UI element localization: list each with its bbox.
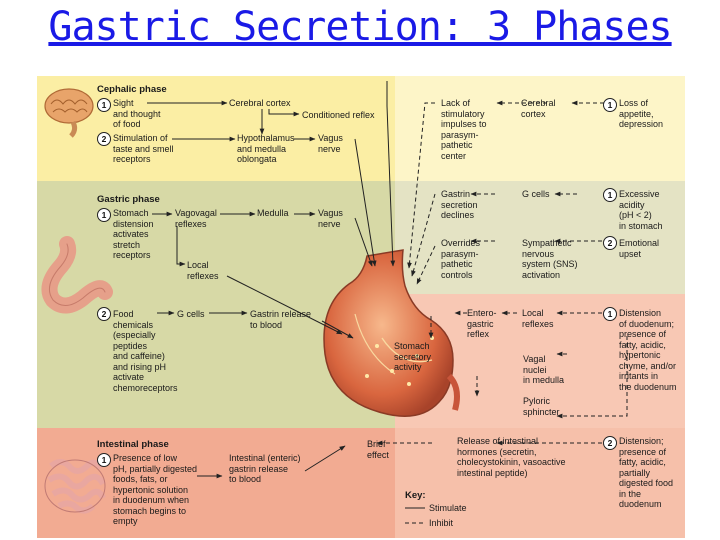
gastric-local-reflexes-label: Local reflexes bbox=[187, 260, 219, 281]
intestine-icon bbox=[44, 459, 106, 514]
gcells-label: G cells bbox=[177, 309, 205, 319]
gastrin-declines-label: Gastrin secretion declines bbox=[441, 189, 478, 220]
intestinal-band-left bbox=[37, 428, 395, 538]
diagram-drawing bbox=[41, 81, 628, 524]
excessive-acidity-label: Excessive acidity (pH < 2) in stomach bbox=[619, 189, 663, 231]
gcells-right-label: G cells bbox=[522, 189, 550, 199]
intestinal-local-reflexes-label: Local reflexes bbox=[522, 308, 554, 329]
cephalic-taste-label: Stimulation of taste and smell receptors bbox=[113, 133, 174, 164]
vagovagal-label: Vagovagal reflexes bbox=[175, 208, 217, 229]
gastric-phases-figure: Cephalic phase Gastric phase Intestinal … bbox=[37, 76, 685, 538]
vagal-nuclei-label: Vagal nuclei in medulla bbox=[523, 354, 565, 385]
gastrin-release-label: Gastrin release to blood bbox=[250, 309, 312, 330]
step-number: 1 bbox=[603, 188, 617, 202]
slide-title: Gastric Secretion: 3 Phases bbox=[48, 4, 672, 50]
brief-effect-label: Brief effect bbox=[367, 439, 389, 460]
step-number: 1 bbox=[97, 453, 111, 467]
food-chemicals-label: Food chemicals (especially peptides and … bbox=[113, 309, 178, 393]
hypothalamus-label: Hypothalamus and medulla oblongata bbox=[237, 133, 295, 164]
cerebral-cortex-right-label: Cerebral cortex bbox=[521, 98, 556, 119]
step-number: 2 bbox=[97, 307, 111, 321]
enterogastric-reflex-label: Entero- gastric reflex bbox=[467, 308, 497, 339]
cephalic-band-right bbox=[395, 76, 685, 181]
sympathetic-label: Sympathetic nervous system (SNS) activat… bbox=[522, 238, 578, 280]
key-stimulate-label: Stimulate bbox=[429, 503, 467, 513]
inhibit-arrows bbox=[376, 100, 628, 446]
cephalic-sight-label: Sight and thought of food bbox=[113, 98, 161, 129]
brain-icon bbox=[44, 88, 94, 138]
step-number: 2 bbox=[97, 132, 111, 146]
cephalic-vagus-label: Vagus nerve bbox=[318, 133, 343, 154]
stimulate-arrows bbox=[147, 81, 396, 479]
low-ph-label: Presence of low pH, partially digested f… bbox=[113, 453, 198, 526]
medulla-label: Medulla bbox=[257, 208, 289, 218]
step-number: 1 bbox=[603, 307, 617, 321]
gastric-band-right bbox=[395, 181, 685, 294]
step-number: 1 bbox=[97, 98, 111, 112]
stomach-main-illustration bbox=[323, 249, 460, 417]
enteric-gastrin-label: Intestinal (enteric) gastrin release to … bbox=[229, 453, 301, 484]
stomach-distension-label: Stomach distension activates stretch rec… bbox=[113, 208, 154, 260]
step-number: 1 bbox=[603, 98, 617, 112]
cephalic-band-left bbox=[37, 76, 395, 181]
gastric-phase-header: Gastric phase bbox=[97, 194, 160, 205]
lack-of-impulses-label: Lack of stimulatory impulses to parasym-… bbox=[441, 98, 487, 161]
overrides-label: Overrides parasym- pathetic controls bbox=[441, 238, 481, 280]
step-number: 2 bbox=[603, 236, 617, 250]
pyloric-sphincter-label: Pyloric sphincter bbox=[523, 396, 560, 417]
stomach-secretory-label: Stomach secretory activity bbox=[394, 341, 432, 372]
emotional-upset-label: Emotional upset bbox=[619, 238, 660, 259]
conditioned-reflex-label: Conditioned reflex bbox=[302, 110, 375, 120]
step-number: 2 bbox=[603, 436, 617, 450]
loss-of-appetite-label: Loss of appetite, depression bbox=[619, 98, 664, 129]
duodenum-distension-label: Distension of duodenum; presence of fatt… bbox=[619, 308, 677, 392]
step-number: 1 bbox=[97, 208, 111, 222]
intestinal-hormones-label: Release of intestinal hormones (secretin… bbox=[457, 436, 566, 478]
gastric-vagus-label: Vagus nerve bbox=[318, 208, 343, 229]
cephalic-phase-header: Cephalic phase bbox=[97, 84, 167, 95]
stomach-small-icon bbox=[41, 236, 113, 314]
cerebral-cortex-label: Cerebral cortex bbox=[229, 98, 291, 108]
intestinal-band-right bbox=[395, 428, 685, 538]
key-title: Key: bbox=[405, 490, 426, 501]
distension-partial-label: Distension; presence of fatty, acidic, p… bbox=[619, 436, 674, 509]
key-inhibit-label: Inhibit bbox=[429, 518, 454, 528]
intestinal-phase-header: Intestinal phase bbox=[97, 439, 169, 450]
